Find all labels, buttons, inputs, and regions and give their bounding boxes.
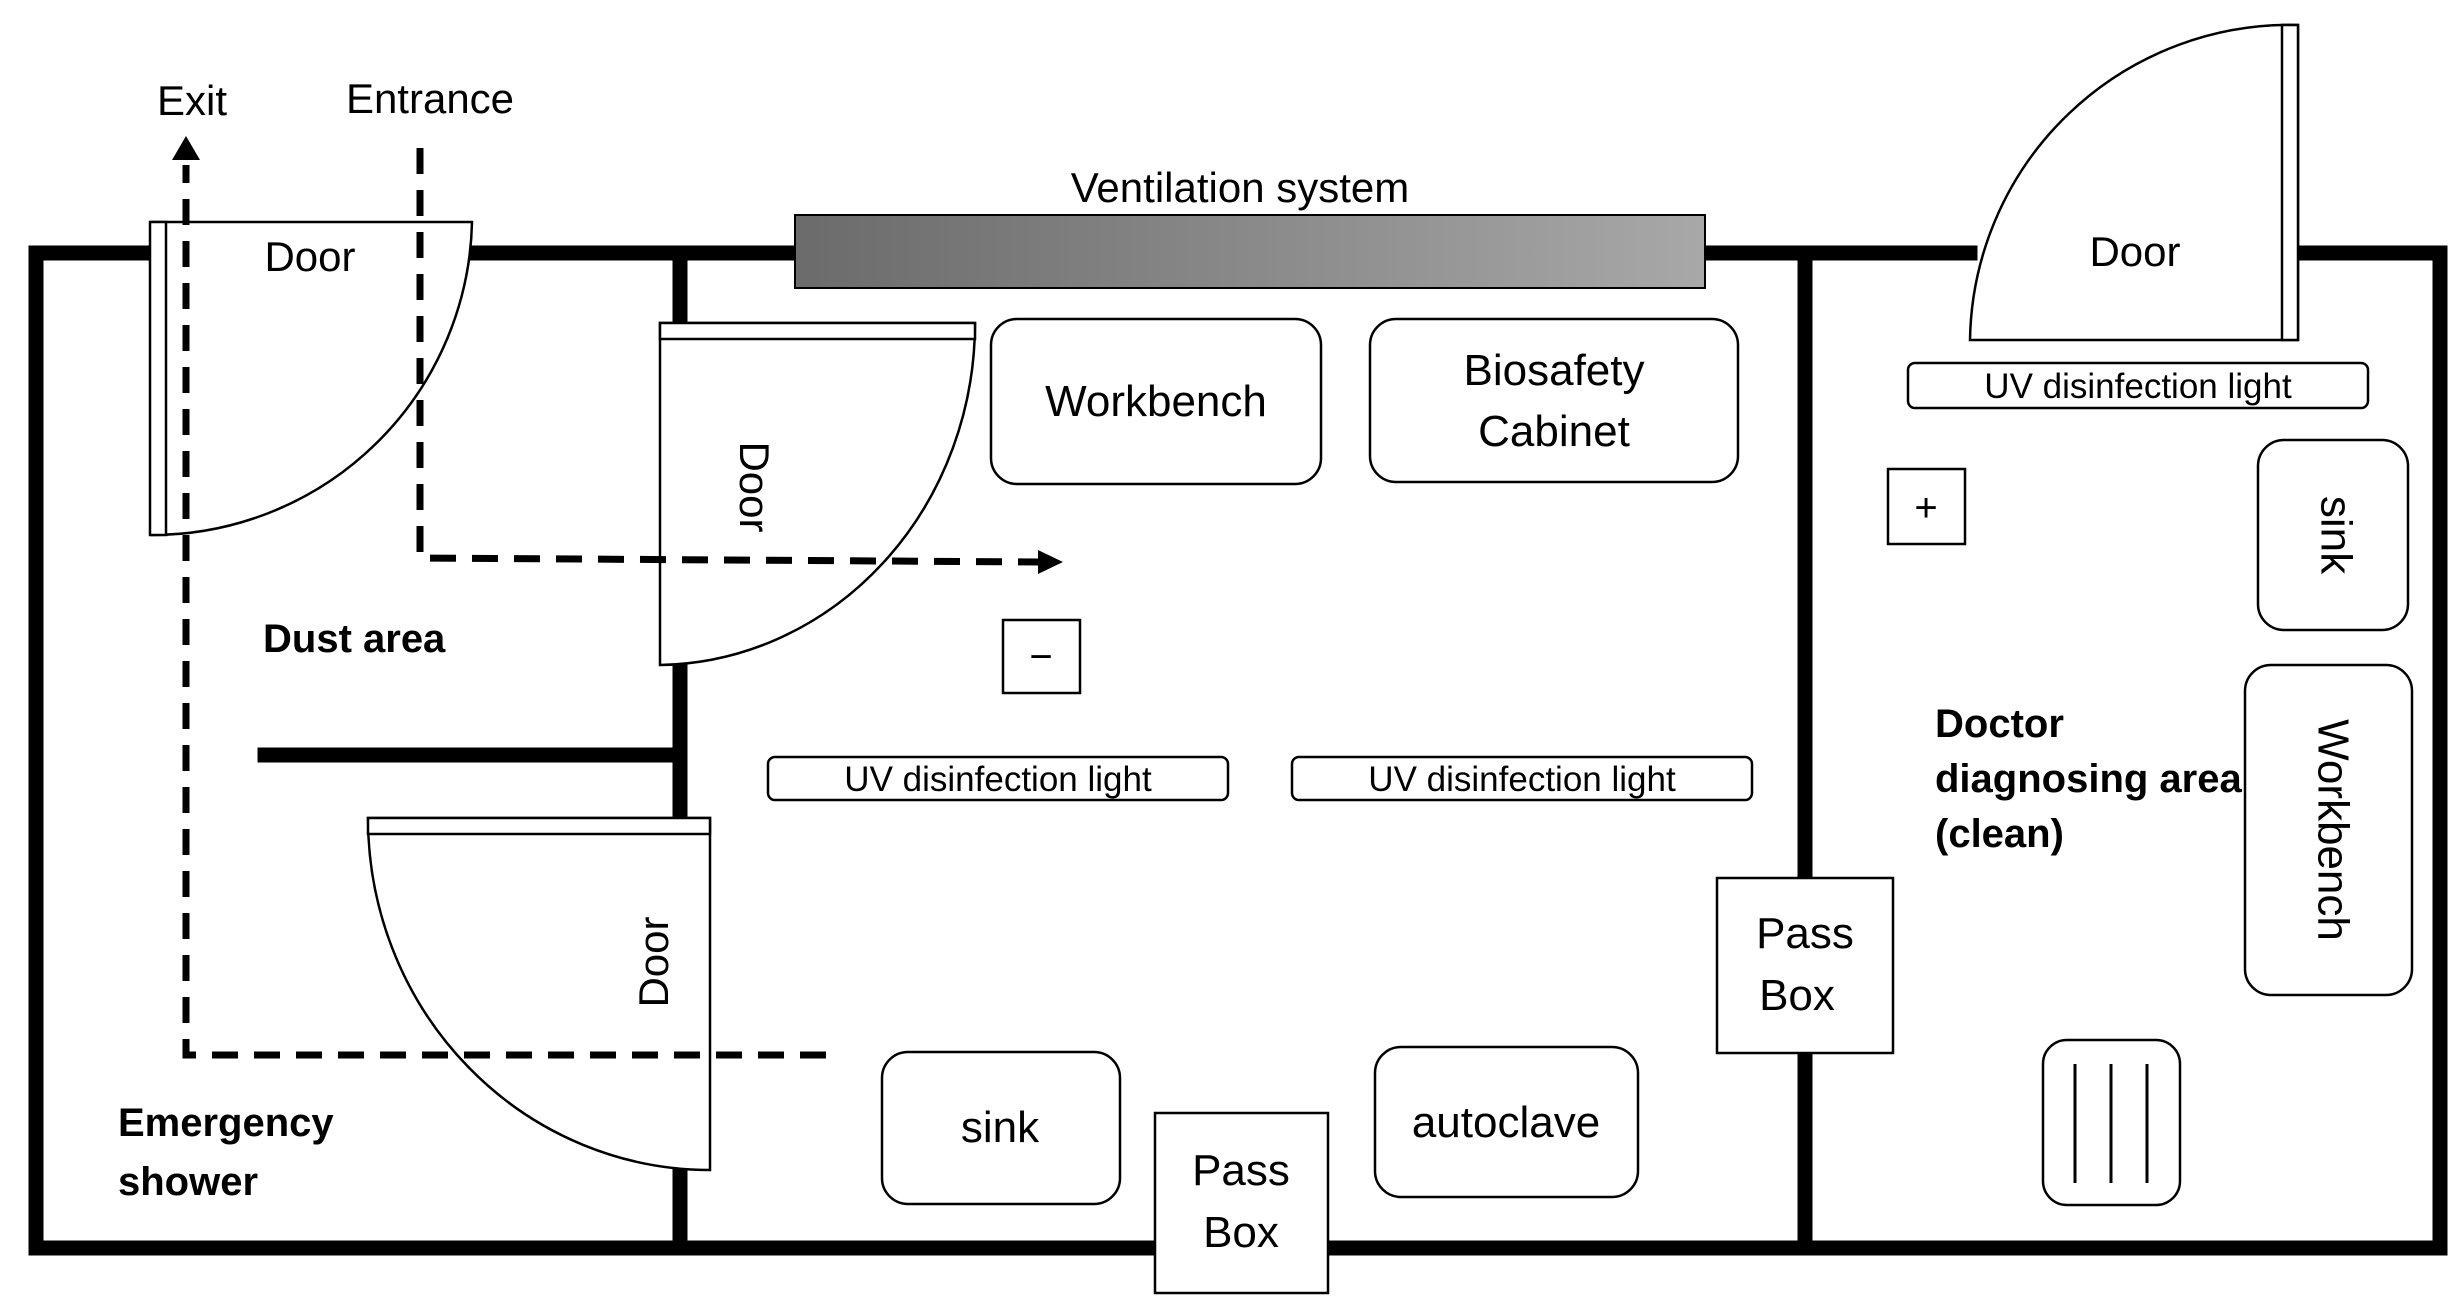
emergency-shower-label-line1: Emergency	[118, 1101, 334, 1145]
pass-box-label-line2: Box	[1759, 971, 1835, 1020]
ventilation-system-bar	[794, 214, 1706, 289]
door-leaf	[658, 321, 977, 341]
pass-box-label-line1: Pass	[1756, 909, 1854, 958]
exit-arrowhead	[172, 136, 200, 160]
door-swing-arc	[150, 220, 474, 537]
autoclave: autoclave	[1373, 1045, 1640, 1199]
autoclave-box	[1373, 1045, 1640, 1199]
workbench-lab: Workbench	[989, 317, 1323, 486]
door-leaf	[2280, 23, 2300, 342]
sink-clean: sink	[2256, 438, 2410, 632]
biosafety-cabinet-box	[1368, 317, 1740, 484]
pass-box-middle-box	[1715, 876, 1895, 1055]
door-label: Door	[2089, 228, 2180, 275]
exit-path	[182, 165, 826, 1059]
door-leaf	[148, 220, 168, 537]
pass-box-middle: Pass Box	[1715, 876, 1895, 1055]
biosafety-label-line1: Biosafety	[1464, 346, 1645, 395]
doctor-area-label-line3: (clean)	[1935, 812, 2064, 856]
sink-box	[2256, 438, 2410, 632]
door-label: Door	[264, 233, 355, 280]
negative-pressure-symbol: −	[1029, 635, 1052, 679]
sink-label: sink	[2311, 496, 2360, 575]
negative-pressure-sign: −	[1001, 618, 1082, 695]
positive-pressure-symbol: +	[1914, 486, 1937, 530]
doctor-area-label-line1: Doctor	[1935, 702, 2064, 746]
pass-box-bottom: Pass Box	[1153, 1111, 1330, 1295]
vent-grille	[2041, 1038, 2182, 1207]
lab-door-lower[interactable]: Door	[366, 816, 712, 1172]
movement-paths	[172, 136, 1063, 1059]
door-leaf	[366, 816, 712, 836]
pass-box-bottom-box	[1153, 1111, 1330, 1295]
workbench-label: Workbench	[1045, 377, 1267, 426]
uv-light-lab-left: UV disinfection light	[766, 755, 1230, 802]
dust-area-label: Dust area	[263, 617, 446, 661]
workbench-clean: Workbench	[2243, 663, 2414, 997]
positive-pressure-box	[1886, 467, 1967, 546]
sink-box	[880, 1050, 1122, 1206]
workbench-box	[2243, 663, 2414, 997]
emergency-shower-label-line2: shower	[118, 1160, 258, 1204]
uv-light-lab-right: UV disinfection light	[1290, 755, 1754, 802]
pass-box-label-line2: Box	[1203, 1208, 1279, 1257]
sink-lab: sink	[880, 1050, 1122, 1206]
entrance-label: Entrance	[346, 75, 514, 122]
autoclave-label: autoclave	[1412, 1098, 1600, 1147]
door-label: Door	[630, 916, 677, 1007]
workbench-label: Workbench	[2308, 719, 2357, 941]
positive-pressure-sign: +	[1886, 467, 1967, 546]
uv-light-label: UV disinfection light	[1984, 367, 2292, 406]
sink-label: sink	[961, 1103, 1040, 1152]
lab-door-upper[interactable]: Door	[658, 321, 977, 667]
entrance-door[interactable]: Door	[148, 220, 474, 537]
workbench-box	[989, 317, 1323, 486]
doctor-area-label-line2: diagnosing area	[1935, 757, 2242, 801]
uv-light-bar	[1290, 755, 1754, 802]
door-swing-arc	[1968, 23, 2300, 342]
door-label: Door	[731, 441, 778, 532]
clean-area-door[interactable]: Door	[1968, 23, 2300, 342]
walls	[28, 245, 2448, 1256]
entrance-arrowhead	[1038, 550, 1063, 574]
door-swing-arc	[366, 816, 712, 1172]
door-swing-arc	[658, 321, 977, 667]
uv-light-label: UV disinfection light	[1368, 760, 1676, 799]
pass-box-label-line1: Pass	[1192, 1146, 1290, 1195]
biosafety-label-line2: Cabinet	[1478, 407, 1630, 456]
exit-label: Exit	[157, 77, 227, 124]
uv-light-label: UV disinfection light	[844, 760, 1152, 799]
uv-light-clean: UV disinfection light	[1906, 361, 2370, 410]
biosafety-cabinet: Biosafety Cabinet	[1368, 317, 1740, 484]
uv-light-bar	[766, 755, 1230, 802]
uv-light-bar	[1906, 361, 2370, 410]
entrance-path	[416, 148, 1041, 566]
ventilation-label: Ventilation system	[1071, 164, 1410, 211]
negative-pressure-box	[1001, 618, 1082, 695]
